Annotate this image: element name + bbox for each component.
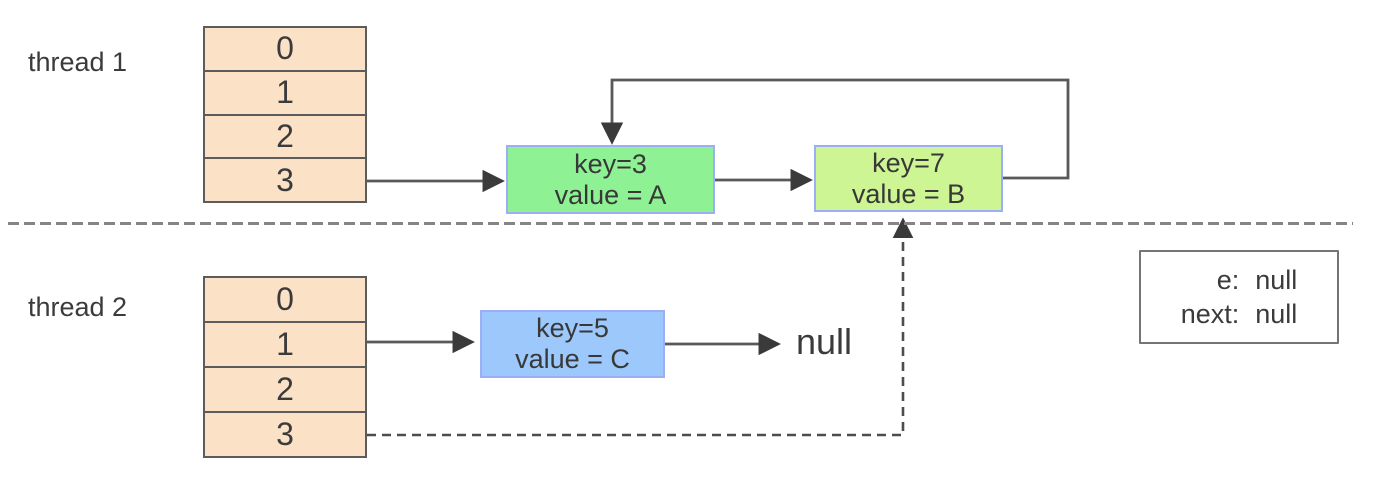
thread2-array: 0 1 2 3 [203, 276, 367, 458]
thread2-bucket-3: 3 [205, 411, 365, 456]
entry-e-value: null [1255, 265, 1298, 295]
node-key3-value-text: value = A [554, 179, 667, 210]
node-key7-value-text: value = B [851, 178, 966, 209]
thread1-label: thread 1 [28, 47, 128, 77]
thread-separator-line [8, 222, 1353, 226]
node-key3: key=3 value = A [506, 145, 715, 214]
node-key5-value-text: value = C [515, 344, 630, 374]
arrow-key7-loop-back-to-key3 [600, 78, 1070, 180]
entry-state-grid: e: null next: null [1181, 265, 1298, 329]
node-key7-key-text: key=7 [872, 147, 945, 178]
thread2-bucket-2: 2 [205, 366, 365, 411]
thread1-bucket-1: 1 [205, 69, 365, 114]
null-label: null [796, 321, 853, 362]
entry-next-label: next: [1180, 299, 1240, 329]
node-key5: key=5 value = C [480, 310, 665, 378]
entry-state-box: e: null next: null [1139, 250, 1339, 344]
entry-next-value: null [1255, 299, 1298, 329]
thread2-bucket-1: 1 [205, 321, 365, 366]
thread1-bucket-0: 0 [276, 30, 294, 67]
node-key7: key=7 value = B [814, 145, 1003, 212]
thread2-bucket-0: 0 [276, 281, 294, 317]
node-key5-key-text: key=5 [536, 313, 609, 343]
node-key3-key-text: key=3 [574, 148, 647, 179]
thread1-bucket-2: 2 [205, 113, 365, 158]
thread1-bucket-3: 3 [205, 157, 365, 201]
thread1-array: 0 1 2 3 [203, 26, 367, 203]
thread2-label: thread 2 [28, 292, 128, 322]
entry-e-label: e: [1216, 265, 1240, 295]
